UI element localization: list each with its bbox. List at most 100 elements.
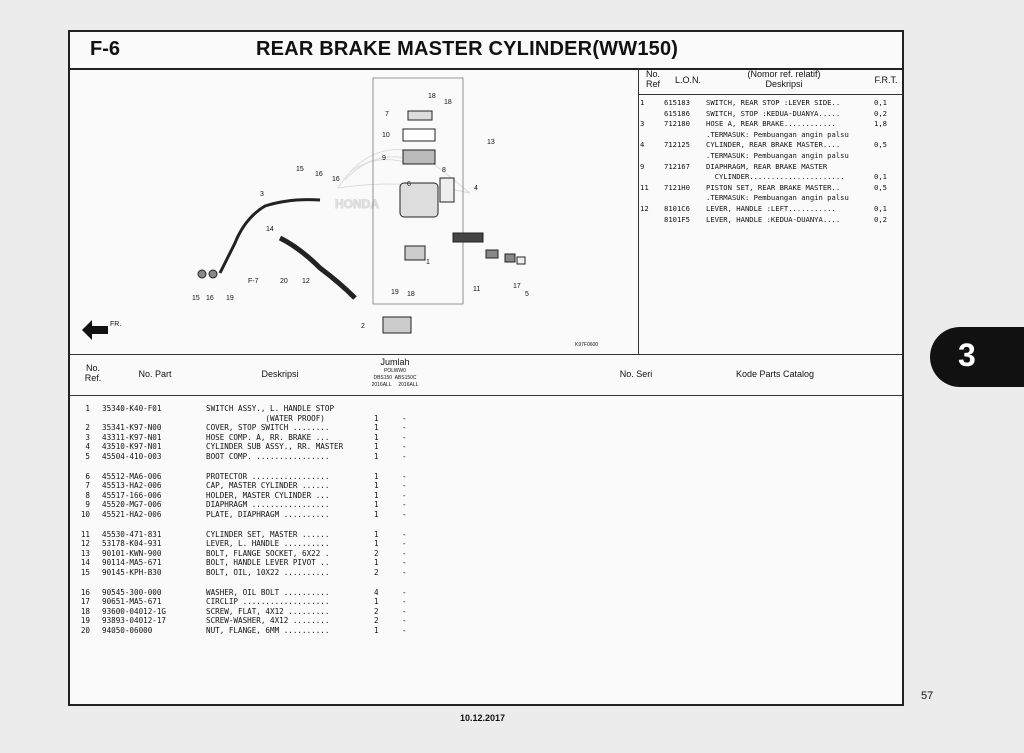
row-qty-2: - bbox=[402, 510, 407, 519]
callout: 18 bbox=[428, 93, 436, 100]
row-qty-2: - bbox=[402, 529, 407, 539]
row-ref: 17 bbox=[80, 597, 90, 607]
row-qty-2: - bbox=[402, 587, 407, 597]
row-qty-1: 1 bbox=[374, 471, 379, 481]
row-desc: HOLDER, MASTER CYLINDER ... bbox=[206, 490, 330, 500]
lon-ref: 4 bbox=[640, 140, 645, 150]
lon-frt: 0,1 bbox=[874, 98, 887, 107]
callout: 13 bbox=[487, 139, 495, 146]
row-ref: 2 bbox=[85, 423, 90, 433]
lon-ref: 1 bbox=[640, 98, 645, 107]
row-qty-1: 2 bbox=[374, 548, 379, 558]
callout: 12 bbox=[302, 278, 310, 285]
row-ref: 8 bbox=[85, 490, 90, 500]
row-desc: CIRCLIP ................... bbox=[206, 597, 330, 607]
callout: 18 bbox=[444, 99, 452, 106]
row-part-no: 90101-KWN-900 bbox=[102, 548, 162, 558]
master-cylinder-body bbox=[399, 182, 439, 218]
row-ref: 6 bbox=[85, 471, 90, 481]
lon-frt: 0,1 bbox=[874, 204, 887, 213]
row-qty-1: 1 bbox=[374, 442, 379, 452]
row-part-no: 35340-K40-F01 bbox=[102, 404, 162, 413]
row-desc: SCREW, FLAT, 4X12 ......... bbox=[206, 606, 330, 616]
lon-ref: 3 bbox=[640, 119, 645, 129]
row-part-no: 45520-MG7-006 bbox=[102, 500, 162, 510]
lon-desc: .TERMASUK: Pembuangan angin palsu bbox=[706, 151, 849, 160]
row-part-no: 43311-K97-N01 bbox=[102, 432, 162, 442]
row-part-no: 45517-166-006 bbox=[102, 490, 162, 500]
lon-desc: CYLINDER, REAR BRAKE MASTER.... bbox=[706, 140, 841, 150]
row-qty-2: - bbox=[402, 606, 407, 616]
callout: 2 bbox=[361, 323, 365, 330]
lon-frt: 0,5 bbox=[874, 182, 887, 192]
callout: 14 bbox=[266, 226, 274, 233]
page-number: 57 bbox=[921, 690, 934, 702]
row-desc: SCREW-WASHER, 4X12 ........ bbox=[206, 616, 330, 626]
row-qty-1: 1 bbox=[374, 597, 379, 607]
lon-desc: LEVER, HANDLE :KEDUA-DUANYA.... bbox=[706, 214, 841, 224]
callout: 11 bbox=[473, 286, 480, 293]
callout: 15 bbox=[192, 295, 200, 302]
row-qty-1: 2 bbox=[374, 616, 379, 626]
row-part-no: 90545-300-000 bbox=[102, 587, 162, 597]
row-part-no: 94050-06000 bbox=[102, 626, 153, 635]
row-qty-2: - bbox=[402, 548, 407, 558]
exploded-box bbox=[372, 77, 464, 305]
row-desc: (WATER PROOF) bbox=[206, 413, 325, 423]
col-qty-years: 2016ALL 2016ALL bbox=[371, 382, 419, 388]
row-desc: BOLT, FLANGE SOCKET, 6X22 . bbox=[206, 548, 330, 558]
row-qty-2: - bbox=[402, 423, 407, 433]
svg-text:HONDA: HONDA bbox=[335, 197, 379, 211]
row-ref: 19 bbox=[80, 616, 90, 626]
catalog-page: F-6 REAR BRAKE MASTER CYLINDER(WW150) HO… bbox=[68, 30, 904, 706]
row-desc: CAP, MASTER CYLINDER ...... bbox=[206, 481, 330, 491]
lon-ref: 11 bbox=[640, 182, 649, 192]
table-row: 8 45517-166-006 HOLDER, MASTER CYLINDER ..… bbox=[70, 491, 430, 501]
lon-frt: 0,2 bbox=[874, 108, 887, 118]
row-ref: 12 bbox=[80, 539, 90, 549]
diagram-svg: HONDA bbox=[82, 77, 598, 348]
figure-code: F-6 bbox=[90, 38, 120, 60]
section-tab: 3 bbox=[930, 327, 1024, 387]
row-part-no: 53178-K04-931 bbox=[102, 539, 162, 549]
row-desc: PLATE, DIAPHRAGM .......... bbox=[206, 510, 330, 519]
row-qty-2: - bbox=[402, 471, 407, 481]
row-qty-2: - bbox=[402, 568, 407, 577]
callout: 16 bbox=[332, 176, 340, 183]
row-qty-2: - bbox=[402, 626, 407, 635]
row-ref: 1 bbox=[85, 404, 90, 413]
lon-desc: .TERMASUK: Pembuangan angin palsu bbox=[706, 193, 849, 203]
row-qty-1: 1 bbox=[374, 539, 379, 549]
callout: 20 bbox=[280, 278, 288, 285]
row-qty-1: 1 bbox=[374, 558, 379, 568]
honda-wing-watermark: HONDA bbox=[335, 149, 471, 212]
row-qty-1: 1 bbox=[374, 432, 379, 442]
row-ref: 18 bbox=[80, 606, 90, 616]
row-ref: 5 bbox=[85, 452, 90, 461]
diaphragm-part bbox=[402, 149, 436, 165]
lon-header-desc: (Nomor ref. relatif) Deskripsi bbox=[747, 69, 821, 89]
lon-frt: 0,2 bbox=[874, 214, 887, 224]
callout: 10 bbox=[382, 132, 390, 139]
row-qty-2: - bbox=[402, 490, 407, 500]
lon-header-lon: L.O.N. bbox=[674, 75, 701, 85]
col-serial: No. Seri bbox=[619, 369, 653, 379]
row-qty-2: - bbox=[402, 413, 407, 423]
row-part-no: 35341-K97-N00 bbox=[102, 423, 162, 433]
row-qty-1: 1 bbox=[374, 510, 379, 519]
row-desc: PROTECTOR ................. bbox=[206, 471, 330, 481]
row-qty-2: - bbox=[402, 481, 407, 491]
lon-frt: 1,8 bbox=[874, 119, 887, 129]
